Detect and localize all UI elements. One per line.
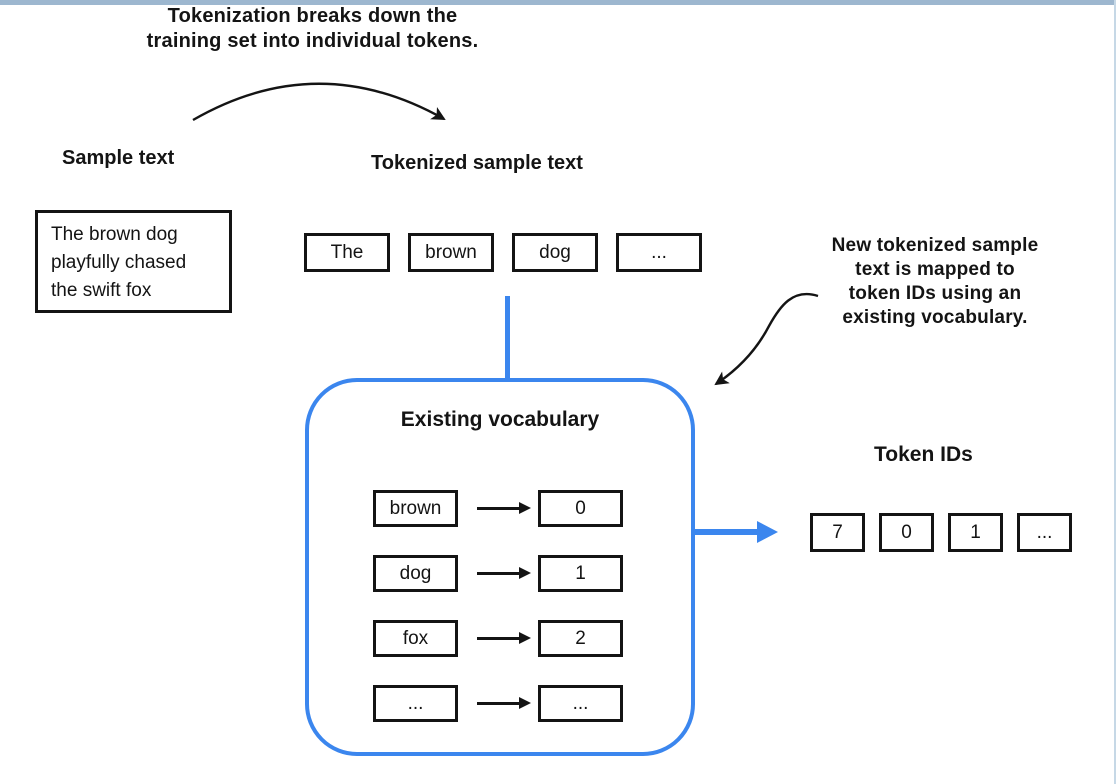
token-id-box: 1 <box>948 513 1003 552</box>
caption-line: training set into individual tokens. <box>146 30 479 52</box>
vocabulary-rows: brown 0 dog 1 fox 2 ... ... <box>373 490 623 750</box>
token-box: The <box>304 233 390 272</box>
sample-text-line: playfully chased <box>51 252 187 273</box>
maps-to-arrow-icon <box>458 697 538 709</box>
id-box: 0 <box>538 490 623 527</box>
output-arrow-icon <box>695 521 778 543</box>
word-box: dog <box>373 555 458 592</box>
top-border-bar <box>0 0 1116 5</box>
maps-to-arrow-icon <box>458 502 538 514</box>
existing-vocabulary-heading: Existing vocabulary <box>400 408 600 431</box>
word-box: ... <box>373 685 458 722</box>
token-ids-heading: Token IDs <box>874 443 973 466</box>
caption-line: Tokenization breaks down the <box>167 5 458 27</box>
caption-line: New tokenized sample <box>831 235 1039 256</box>
connector-line <box>505 296 510 382</box>
vocabulary-row: fox 2 <box>373 620 623 657</box>
sample-text-heading: Sample text <box>62 147 175 169</box>
sample-text-line: The brown dog <box>51 224 178 245</box>
caption-line: existing vocabulary. <box>842 307 1028 328</box>
right-border-line <box>1114 0 1116 784</box>
caption-line: text is mapped to <box>855 259 1015 280</box>
arc-arrow-icon <box>192 82 446 122</box>
id-box: 1 <box>538 555 623 592</box>
mapping-caption: New tokenized sample text is mapped to t… <box>800 234 1070 330</box>
token-box: ... <box>616 233 702 272</box>
maps-to-arrow-icon <box>458 567 538 579</box>
vocabulary-row: dog 1 <box>373 555 623 592</box>
maps-to-arrow-icon <box>458 632 538 644</box>
word-box: brown <box>373 490 458 527</box>
sample-text-line: the swift fox <box>51 280 152 301</box>
token-box: dog <box>512 233 598 272</box>
token-id-box: ... <box>1017 513 1072 552</box>
token-row: The brown dog ... <box>304 233 702 272</box>
tokenization-caption: Tokenization breaks down the training se… <box>115 4 510 54</box>
existing-vocabulary-panel <box>305 378 695 756</box>
sample-text-box: The brown dog playfully chased the swift… <box>35 210 232 313</box>
word-box: fox <box>373 620 458 657</box>
id-box: 2 <box>538 620 623 657</box>
caption-line: token IDs using an <box>848 283 1022 304</box>
token-box: brown <box>408 233 494 272</box>
tokenized-sample-heading: Tokenized sample text <box>371 152 583 174</box>
vocabulary-row: brown 0 <box>373 490 623 527</box>
vocabulary-row: ... ... <box>373 685 623 722</box>
token-id-box: 7 <box>810 513 865 552</box>
token-id-row: 7 0 1 ... <box>810 513 1072 552</box>
id-box: ... <box>538 685 623 722</box>
token-id-box: 0 <box>879 513 934 552</box>
